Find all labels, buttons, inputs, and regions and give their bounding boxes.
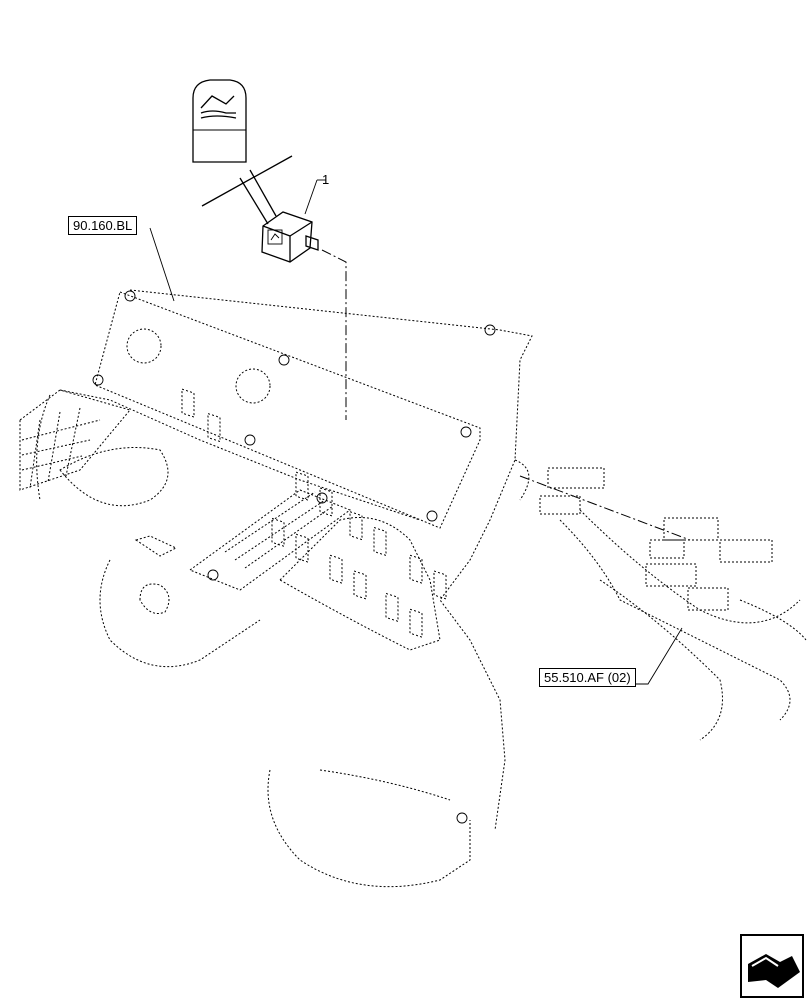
callout-item-number: 1 — [322, 172, 329, 187]
lower-switch-strip — [188, 489, 352, 591]
next-page-arrow-icon[interactable] — [740, 934, 804, 998]
ref-label-harness[interactable]: 55.510.AF (02) — [539, 668, 636, 687]
wiring-harness — [539, 467, 807, 741]
assembly-line — [321, 249, 691, 541]
cab-body — [36, 289, 533, 888]
rocker-switch-part — [261, 211, 319, 263]
footplate — [19, 389, 131, 491]
switch-symbol-icon — [192, 79, 247, 163]
switch-panel-plate — [92, 290, 496, 824]
arrow-shape — [748, 954, 800, 988]
leader-lines — [149, 155, 683, 685]
ref-label-panel[interactable]: 90.160.BL — [68, 216, 138, 235]
